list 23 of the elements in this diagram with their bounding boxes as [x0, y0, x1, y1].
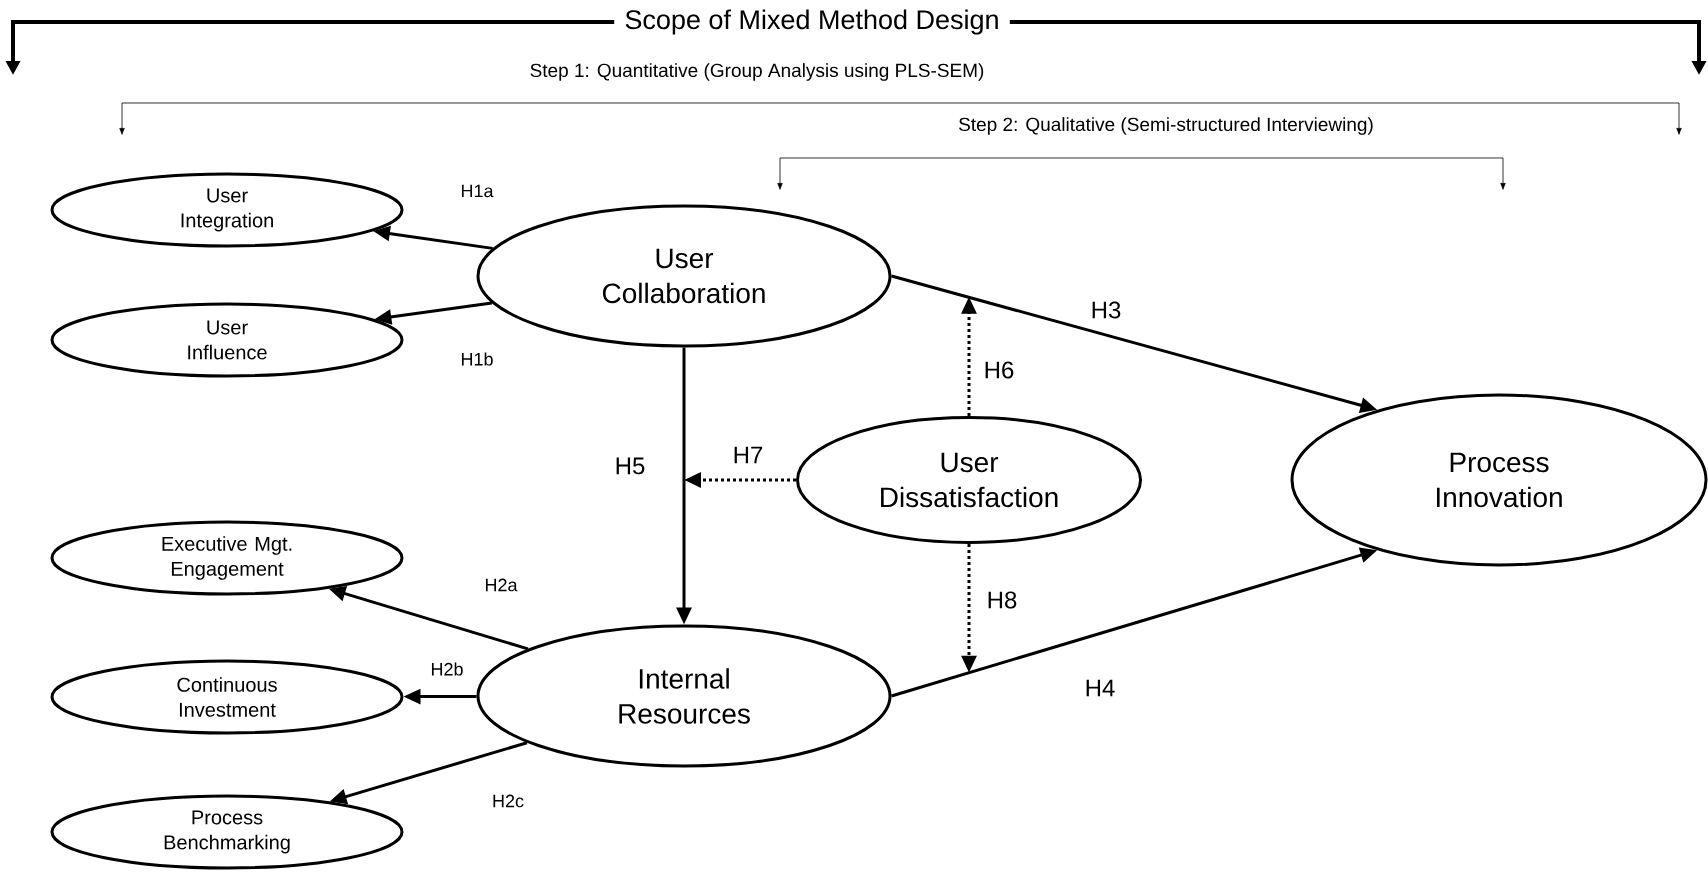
- ellipse-node: Executive Mgt. Engagement: [50, 520, 404, 596]
- ellipse-node: User Collaboration: [476, 204, 892, 348]
- edge-label: H6: [985, 361, 1014, 379]
- ellipse-node: Internal Resources: [476, 624, 892, 768]
- edge-label: H2b: [431, 662, 463, 676]
- edge-label: H2a: [485, 578, 518, 592]
- edge-label: H4: [1086, 679, 1115, 697]
- edge-label: H1b: [461, 352, 493, 366]
- ellipse-node: User Dissatisfaction: [796, 416, 1142, 544]
- ellipse-node: Continuous Investment: [50, 659, 404, 735]
- edge-label: H7: [734, 446, 763, 464]
- heading: Scope of Mixed Method Design: [625, 9, 998, 35]
- ellipse-node: Process Innovation: [1290, 393, 1708, 567]
- edge-label: H3: [1092, 301, 1121, 319]
- edge-label: H8: [988, 591, 1017, 609]
- ellipse-node: Process Benchmarking: [50, 794, 404, 870]
- edge-label: H1a: [461, 184, 494, 198]
- ellipse-node: User Influence: [50, 302, 404, 378]
- ellipse-node: User Integration: [50, 172, 404, 248]
- step-label: Step 2: Qualitative (Semi-structured Interviewing): [959, 117, 1373, 135]
- edge-label: H2c: [493, 794, 524, 808]
- edge-label: H5: [616, 457, 645, 475]
- step-label: Step 1: Quantitative (Group Analysis using PLS-SEM): [530, 63, 984, 81]
